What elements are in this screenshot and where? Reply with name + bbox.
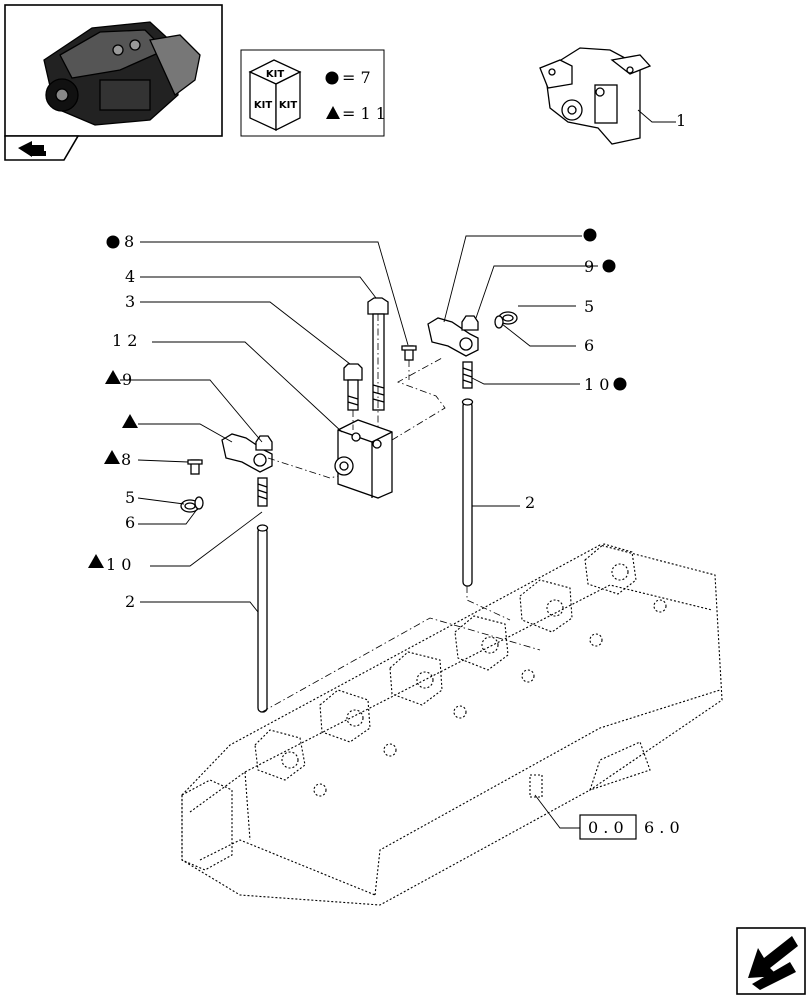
section-reference-link[interactable]: 0 . 0 6 . 0 bbox=[579, 814, 680, 840]
circle-marker-icon bbox=[583, 228, 597, 242]
triangle-marker-icon bbox=[122, 414, 138, 428]
triangle-marker-icon bbox=[326, 106, 340, 119]
triangle-marker-icon bbox=[88, 554, 104, 568]
callout-6-right: 6 bbox=[584, 336, 594, 355]
callout-2-right: 2 bbox=[525, 493, 535, 512]
callout-9-left: 9 bbox=[122, 370, 132, 389]
callout-9-right: 9 bbox=[584, 257, 594, 276]
kit-face-left: KIT bbox=[254, 100, 272, 111]
rocker-arm-left bbox=[180, 433, 273, 513]
long-bolt bbox=[367, 297, 389, 411]
next-page-arrow-icon[interactable] bbox=[736, 927, 806, 995]
callout-1: 1 bbox=[676, 111, 686, 130]
section-ref-tail: 6 . 0 bbox=[644, 818, 680, 837]
back-arrow-icon[interactable] bbox=[4, 135, 80, 161]
pushrod-left bbox=[256, 524, 269, 713]
callout-3: 3 bbox=[125, 292, 135, 311]
callouts-left: 8 4 3 1 2 9 8 5 6 1 0 2 bbox=[88, 232, 138, 611]
callouts-right: 9 5 6 1 0 2 bbox=[525, 228, 627, 512]
adjust-screw-left bbox=[187, 459, 203, 475]
kit-face-right: KIT bbox=[279, 100, 297, 111]
callout-4: 4 bbox=[125, 267, 135, 286]
cylinder-head bbox=[181, 543, 723, 906]
engine-thumbnail-icon[interactable] bbox=[4, 4, 223, 137]
short-bolt bbox=[343, 363, 363, 411]
kit-circle-legend: = 7 bbox=[342, 68, 371, 87]
leader-lines bbox=[120, 235, 598, 829]
section-ref-boxed: 0 . 0 bbox=[588, 818, 624, 837]
circle-marker-icon bbox=[325, 71, 339, 85]
kit-triangle-legend: = 1 1 bbox=[342, 104, 386, 123]
callout-8: 8 bbox=[124, 232, 134, 251]
callout-2-left: 2 bbox=[125, 592, 135, 611]
callout-5-left: 5 bbox=[125, 488, 135, 507]
adjust-screw-right bbox=[401, 345, 417, 361]
circle-marker-icon bbox=[613, 377, 627, 391]
rocker-support bbox=[334, 419, 393, 499]
rocker-arm-right bbox=[427, 311, 518, 389]
triangle-marker-icon bbox=[104, 450, 120, 464]
circle-marker-icon bbox=[602, 259, 616, 273]
callout-12: 1 2 bbox=[112, 331, 137, 350]
circle-marker-icon bbox=[106, 235, 120, 249]
triangle-marker-icon bbox=[105, 370, 121, 384]
kit-legend: KIT KIT KIT = 7 = 1 1 bbox=[240, 49, 386, 137]
callout-10-right: 1 0 bbox=[584, 375, 609, 394]
kit-face-top: KIT bbox=[266, 69, 284, 80]
assembly-lines bbox=[261, 314, 541, 713]
rocker-support-reference: 1 bbox=[539, 47, 686, 145]
callout-6-left: 6 bbox=[125, 513, 135, 532]
pushrod-right bbox=[461, 398, 474, 587]
callout-5-right: 5 bbox=[584, 297, 594, 316]
callout-8-left: 8 bbox=[121, 450, 131, 469]
callout-10-left: 1 0 bbox=[106, 555, 131, 574]
